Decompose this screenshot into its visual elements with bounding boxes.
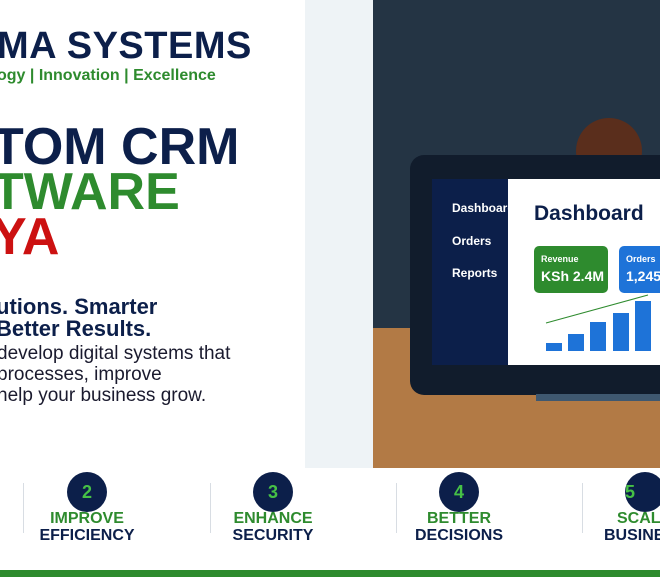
feature-number-badge: 2: [67, 472, 107, 512]
feature-better-decisions: 4 BETTER DECISIONS: [366, 472, 552, 545]
dashboard-content: Dashboard Revenue KSh 2.4M Orders 1,245: [508, 179, 660, 365]
bottom-accent-bar: [0, 570, 660, 577]
chart-bar: [590, 322, 606, 351]
feature-divider: [210, 483, 211, 533]
dashboard-title: Dashboard: [534, 202, 644, 225]
nav-item-reports: Reports: [452, 266, 498, 280]
body-text-line-1: develop digital systems that: [0, 343, 231, 364]
hero-photo: Dashboard Orders Reports Dashboard Reven…: [373, 0, 660, 468]
body-text-line-3: help your business grow.: [0, 385, 207, 406]
laptop-screen: Dashboard Orders Reports Dashboard Reven…: [432, 179, 660, 365]
feature-subtitle: DECISIONS: [414, 527, 503, 544]
feature-subtitle: SECURITY: [232, 527, 314, 544]
body-text-line-2: processes, improve: [0, 364, 162, 385]
feature-title: IMPROVE: [50, 510, 124, 527]
revenue-card: Revenue KSh 2.4M: [534, 246, 608, 293]
feature-subtitle: BUSINE: [604, 527, 660, 544]
features-strip: [0, 468, 660, 570]
revenue-value: KSh 2.4M: [541, 268, 605, 284]
nav-item-orders: Orders: [452, 234, 492, 248]
bar-chart-graphic: [545, 294, 651, 351]
feature-subtitle: EFFICIENCY: [39, 527, 135, 544]
feature-number-badge: 3: [253, 472, 293, 512]
headline-line-2: TWARE: [0, 163, 180, 221]
subheading-line-1: utions. Smarter: [0, 294, 158, 319]
chart-bar: [613, 313, 629, 351]
headline-line-3: YA: [0, 208, 60, 266]
feature-scale-business: 5 SCAL BUSINE: [552, 472, 660, 545]
feature-improve-efficiency: 2 IMPROVE EFFICIENCY: [0, 472, 180, 545]
feature-enhance-security: 3 ENHANCE SECURITY: [180, 472, 366, 545]
headline-line-1: TOM CRM: [0, 118, 240, 176]
feature-title: BETTER: [427, 510, 491, 527]
brand-name: MA SYSTEMS: [0, 25, 252, 67]
subheading-line-2: Better Results.: [0, 316, 152, 341]
brand-tagline: ogy | Innovation | Excellence: [0, 67, 216, 84]
feature-title: SCAL: [617, 510, 660, 527]
chart-bar: [635, 301, 651, 351]
laptop: Dashboard Orders Reports Dashboard Reven…: [410, 155, 660, 395]
feature-divider: [23, 483, 24, 533]
orders-card: Orders 1,245: [619, 246, 660, 293]
trend-line: [545, 294, 649, 324]
feature-number-badge: 4: [439, 472, 479, 512]
feature-number-badge: 5: [625, 472, 660, 512]
feature-divider: [582, 483, 583, 533]
feature-title: ENHANCE: [233, 510, 313, 527]
feature-divider: [396, 483, 397, 533]
chart-bar: [568, 334, 584, 351]
revenue-label: Revenue: [541, 254, 579, 264]
nav-item-dashboard: Dashboard: [452, 201, 515, 215]
laptop-base: [536, 394, 660, 401]
orders-value: 1,245: [626, 268, 660, 284]
divider-band: [305, 0, 373, 468]
orders-label: Orders: [626, 254, 656, 264]
chart-bar: [546, 343, 562, 351]
hero-panel: MA SYSTEMS ogy | Innovation | Excellence…: [0, 0, 305, 468]
